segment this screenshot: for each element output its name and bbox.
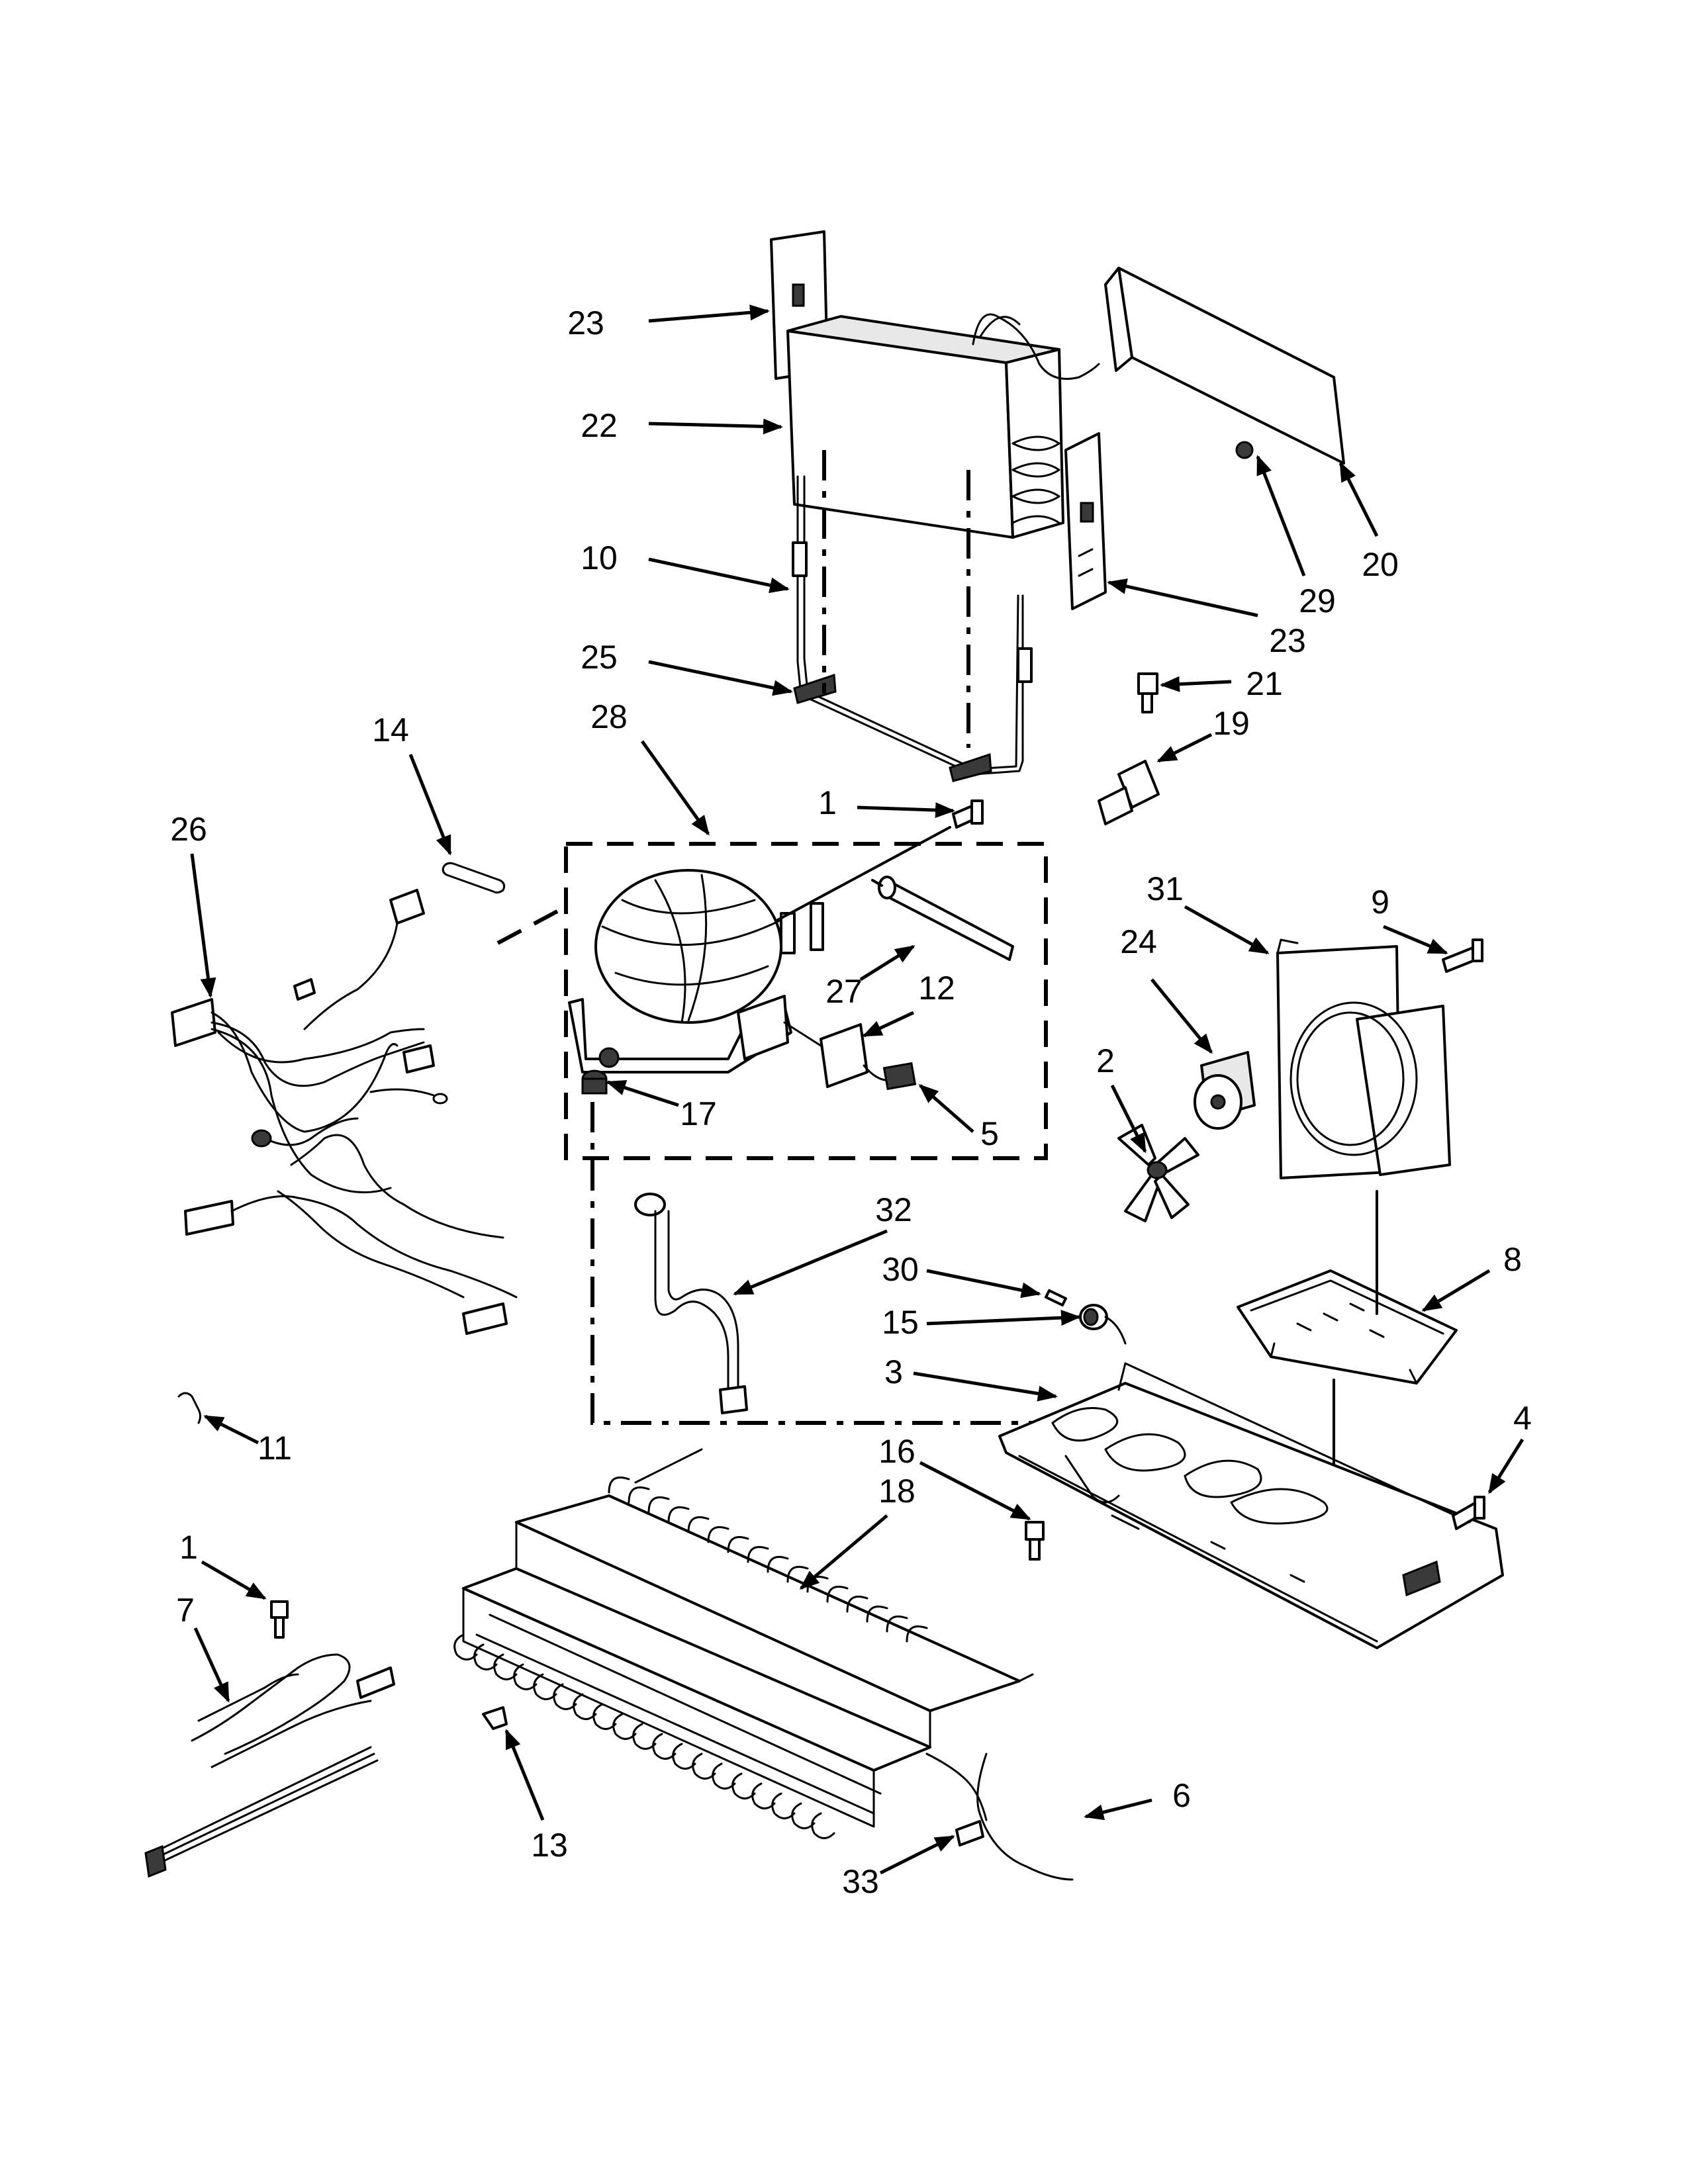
relay-cover [882,1062,917,1091]
callout-5: 5 [980,1115,999,1152]
condenser-fan-motor [1194,1051,1256,1130]
callout-24: 24 [1120,923,1157,960]
callout-30: 30 [882,1251,919,1288]
alignment-line [496,905,567,945]
compressor [568,869,824,1073]
callout-2: 2 [1096,1042,1115,1079]
compressor-group-box [564,842,1048,1160]
callout-22: 22 [581,407,618,444]
callout-33: 33 [842,1863,879,1900]
callout-23: 23 [567,304,604,341]
screw [1025,1521,1045,1561]
fan-shroud [1276,938,1451,1179]
callout-18: 18 [878,1473,915,1510]
callout-27: 27 [825,973,863,1010]
callout-32: 32 [875,1191,912,1228]
sleeve [955,1820,984,1846]
condenser-shroud [1104,267,1345,465]
callout-10: 10 [581,539,618,576]
callout-19: 19 [1213,705,1250,742]
callout-16: 16 [878,1433,915,1470]
callout-26: 26 [170,811,207,848]
callout-12: 12 [918,970,955,1007]
shroud-screw [1442,938,1483,973]
screw [952,799,984,829]
callout-28: 28 [590,698,628,735]
callout-23: 23 [1269,622,1306,659]
clip [177,1392,201,1424]
callout-4: 4 [1513,1400,1532,1437]
screw [1452,1496,1485,1530]
compressor-grommet [581,1069,608,1095]
drain-pan-bracket [1237,1269,1458,1385]
pin [1045,1289,1067,1306]
condenser-bracket-right [1064,432,1107,610]
suction-tube [634,1193,748,1414]
filter-drier [871,876,1014,961]
heater-wire [976,1752,1074,1881]
callout-labels: 23 22 10 25 28 14 26 1 27 12 17 5 20 29 … [170,304,1532,1900]
start-relay [783,1021,898,1088]
coil-clip [482,1706,508,1730]
ground-strap [442,862,506,894]
callout-13: 13 [531,1827,568,1864]
mounting-screw [1137,672,1158,713]
callout-9: 9 [1371,884,1389,921]
condenser-tubing [792,475,1033,782]
condenser-assembly [770,230,1100,539]
callout-25: 25 [581,639,618,676]
condenser-coil [453,1448,1034,1839]
callout-7: 7 [176,1592,195,1629]
callout-1: 1 [818,784,837,821]
leader-lines [190,304,1524,1875]
callout-6: 6 [1172,1777,1191,1814]
callout-8: 8 [1503,1241,1522,1278]
callout-11: 11 [258,1430,292,1467]
condenser-fan-blade [1117,1124,1199,1222]
callout-3: 3 [884,1353,903,1390]
mount-line [776,826,951,921]
callout-14: 14 [372,711,409,749]
callout-15: 15 [882,1304,919,1341]
callout-17: 17 [680,1095,717,1132]
wire-harness [171,889,518,1335]
power-cord-harness [144,1600,395,1878]
callout-31: 31 [1147,870,1184,907]
grommet [1079,1304,1127,1345]
machine-compartment-base [998,1362,1504,1649]
alignment-line [590,1102,1072,1425]
callout-20: 20 [1362,546,1399,583]
callout-21: 21 [1246,665,1283,702]
callout-29: 29 [1299,582,1336,619]
callout-1: 1 [179,1529,198,1566]
bracket [1098,760,1160,825]
